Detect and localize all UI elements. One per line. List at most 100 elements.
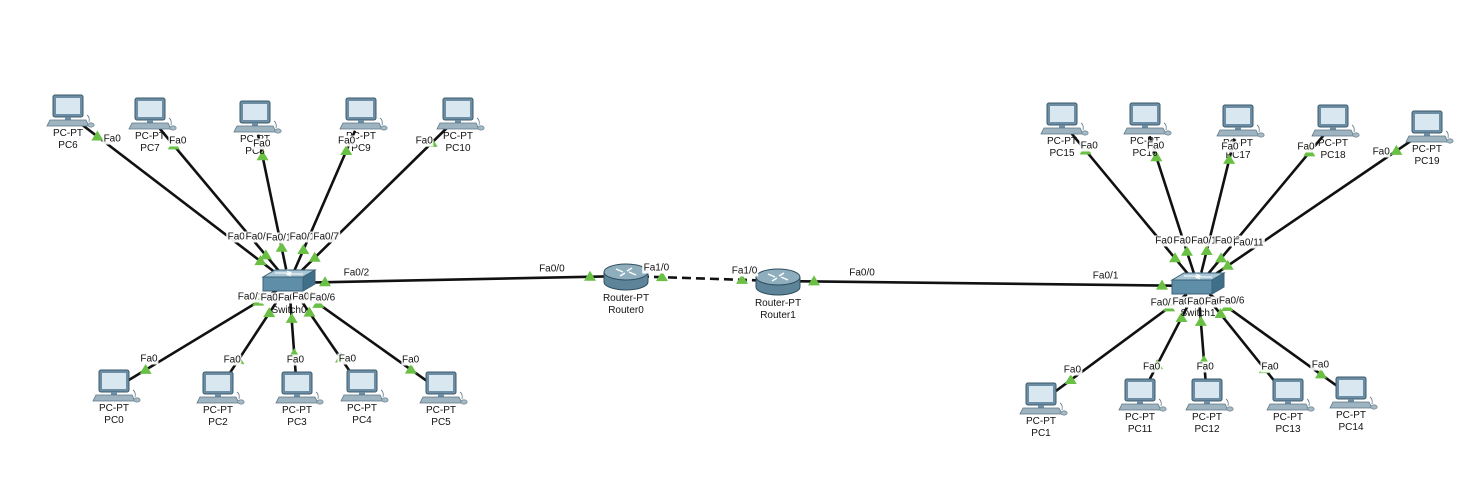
pc-icon[interactable] [1266,378,1315,412]
link-up-indicator [254,255,267,266]
pc-icon[interactable] [1040,102,1089,136]
pc-icon[interactable] [196,371,245,405]
link-up-indicator [1223,153,1236,164]
pc-icon[interactable] [1118,378,1167,412]
pc-icon[interactable] [419,371,468,405]
cable-pc19-sw-right[interactable] [1208,137,1416,280]
link-up-indicator [404,363,417,374]
pc-name-label: PC7 [140,143,160,154]
link-up-indicator [91,130,104,141]
pc-name-label: PC12 [1194,424,1220,435]
port-label-pc2: Fa0 [222,354,242,366]
pc-model-label: PC-PT [426,405,456,416]
link-up-indicator [1156,279,1169,290]
pc-icon[interactable] [1329,376,1378,410]
pc-icon[interactable] [1123,102,1172,136]
port-label-pc11: Fa0 [1141,361,1162,373]
pc-icon[interactable] [128,97,177,131]
router-name-label: Router1 [760,310,796,321]
switch-icon[interactable] [1170,272,1226,295]
pc-icon[interactable] [92,369,141,403]
pc-name-label: PC15 [1049,148,1075,159]
pc-icon[interactable] [1019,382,1068,416]
pc-model-label: PC-PT [1047,136,1077,147]
port-label-sw-left: Fa0/11 [288,231,322,243]
link-up-indicator [340,144,353,155]
cable-pc0-sw-left[interactable] [126,289,278,383]
port-label-sw-right: Fa0/11 [1232,237,1265,249]
cable-pc10-sw-left[interactable] [298,126,449,275]
pc-model-label: PC-PT [99,403,129,414]
port-label-sw-left: Fa0/3 [259,292,288,304]
cable-pc18-sw-right[interactable] [1205,134,1325,277]
cable-pc6-sw-left[interactable] [79,122,279,276]
pc-model-label: PC-PT [53,128,83,139]
pc-model-label: PC-PT [346,131,376,142]
port-label-sw-right: Fa0/10 [1190,235,1224,247]
link-up-indicator [308,251,321,262]
port-label-sw-left: Fa0/5 [291,291,319,303]
pc-icon[interactable] [340,369,389,403]
pc-model-label: PC-PT [1026,416,1056,427]
link-up-indicator [1390,144,1403,155]
port-label-pc0: Fa0 [139,353,159,365]
link-up-indicator [1180,245,1193,256]
link-up-indicator [1150,151,1163,162]
pc-icon[interactable] [1405,110,1454,144]
pc-icon[interactable] [436,97,485,131]
pc-name-label: PC4 [352,415,372,426]
pc-name-label: PC11 [1127,424,1153,435]
pc-name-label: PC6 [58,140,78,151]
cable-r1-sw-right[interactable] [791,279,1185,288]
port-label-pc18: Fa0 [1296,141,1316,153]
link-up-indicator [297,243,310,254]
pc-icon[interactable] [233,100,282,134]
port-label-sw-right: Fa0/3 [1171,296,1200,308]
port-label-pc14: Fa0 [1310,359,1331,371]
link-up-indicator [285,312,298,323]
pc-model-label: PC-PT [282,405,312,416]
router-model-label: Router-PT [754,298,802,309]
cable-pc15-sw-right[interactable] [1070,132,1191,277]
pc-model-label: PC-PT [1318,138,1348,149]
port-label-pc19: Fa0 [1371,146,1391,158]
port-label-r1: Fa1/0 [730,265,759,277]
pc-name-label: PC3 [287,417,307,428]
pc-name-label: PC8 [245,146,265,157]
pc-name-label: PC13 [1275,424,1301,435]
pc-model-label: PC-PT [443,131,473,142]
pc-icon[interactable] [339,97,388,131]
link-up-indicator [318,276,331,287]
port-label-sw-right: Fa0/8 [1172,235,1201,247]
pc-icon[interactable] [275,371,324,405]
router-icon[interactable] [603,263,649,291]
port-label-r1: Fa0/0 [848,267,876,279]
port-label-sw-right: Fa0/6 [1217,295,1246,307]
pc-name-label: PC9 [351,143,371,154]
link-up-indicator [1175,311,1188,322]
link-up-indicator [1214,308,1227,319]
cable-pc7-sw-left[interactable] [158,127,282,274]
cable-sw-left-r0[interactable] [302,274,613,285]
pc-name-label: PC10 [445,143,471,154]
pc-icon[interactable] [1185,378,1234,412]
pc-icon[interactable] [1216,104,1265,138]
port-label-pc7: Fa0 [168,135,188,147]
pc-name-label: PC17 [1225,150,1251,161]
switch-icon[interactable] [261,269,317,292]
pc-icon[interactable] [1311,104,1360,138]
port-label-sw-left: Fa0/7 [312,231,340,243]
pc-icon[interactable] [46,94,95,128]
link-up-indicator [1314,368,1327,379]
pc-name-label: PC2 [208,417,228,428]
pc-model-label: PC-PT [1336,410,1366,421]
router-name-label: Router0 [608,305,644,316]
link-up-indicator [1215,252,1228,263]
port-label-pc17: Fa0 [1220,141,1240,153]
link-up-indicator [1064,374,1077,385]
link-up-indicator [275,241,288,252]
router-icon[interactable] [755,268,801,296]
link-up-indicator [1200,245,1213,256]
port-label-pc12: Fa0 [1195,361,1215,373]
link-up-indicator [1194,315,1207,326]
